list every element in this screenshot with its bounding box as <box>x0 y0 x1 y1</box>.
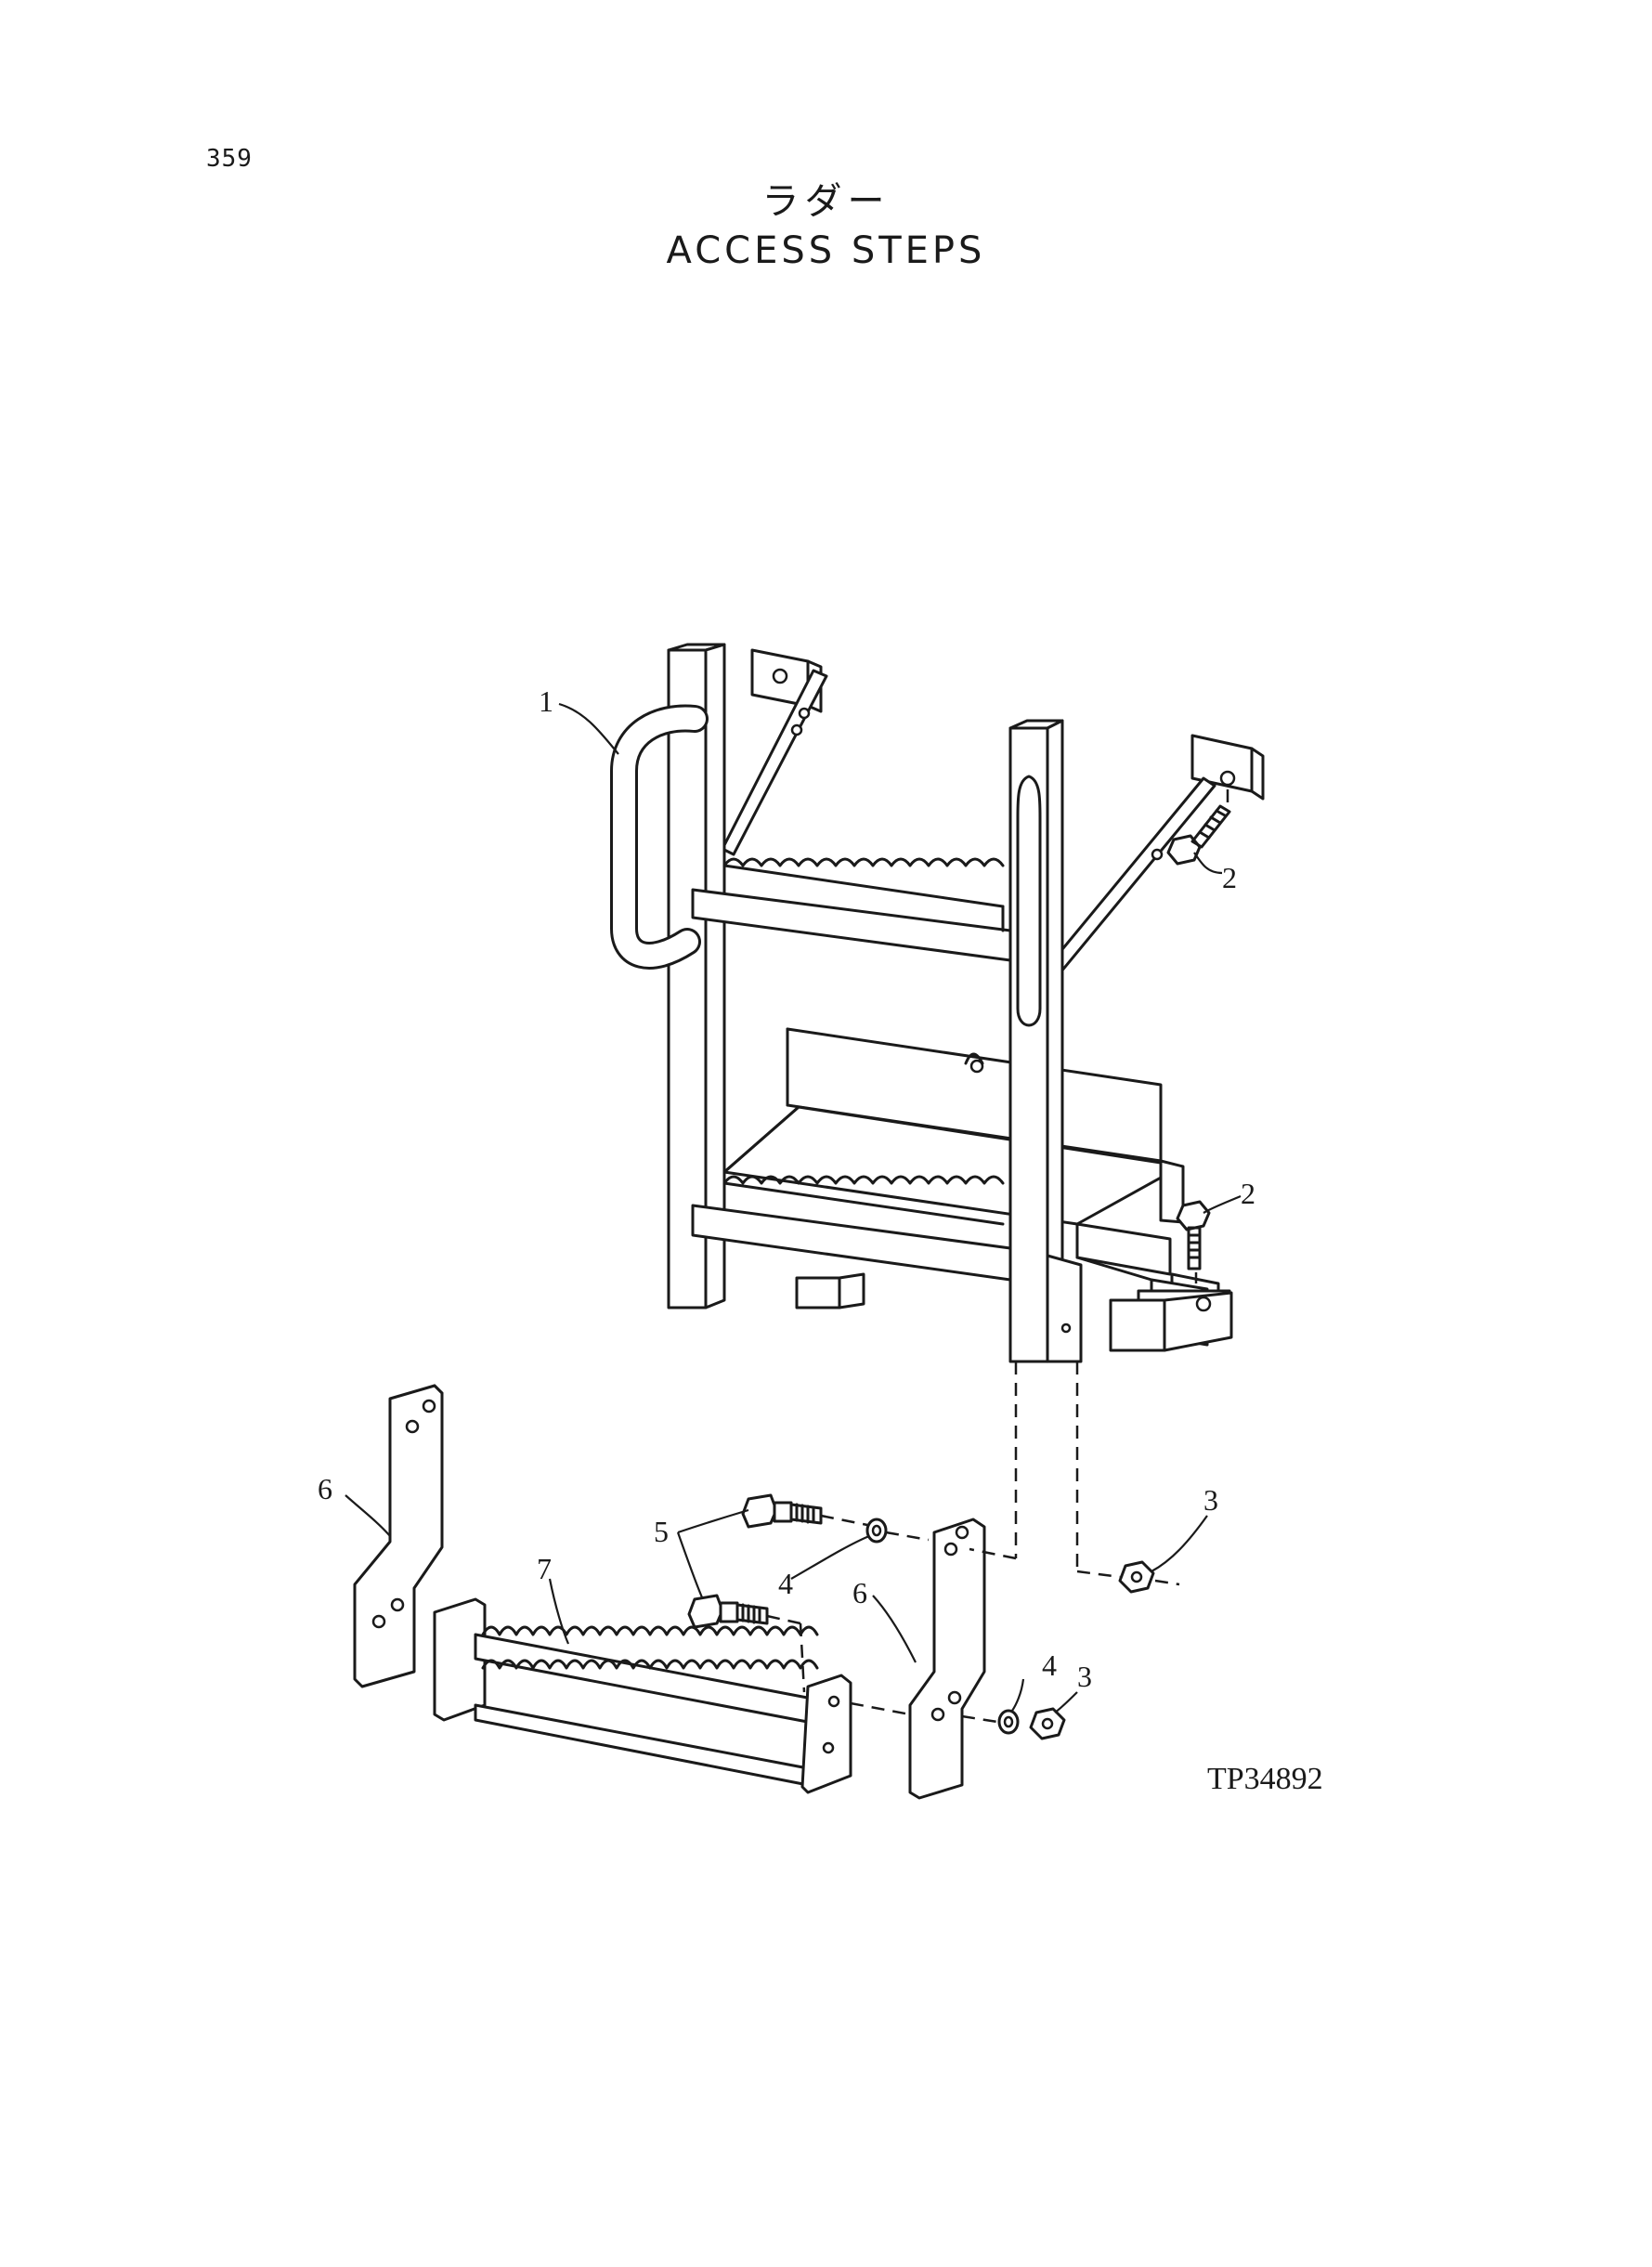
callout-3-right: 3 <box>1203 1483 1218 1517</box>
callout-labels: 1 2 2 3 3 4 4 5 6 6 7 <box>318 684 1255 1693</box>
page-number: 359 <box>206 145 253 173</box>
left-handrail <box>610 704 709 970</box>
callout-5: 5 <box>654 1515 669 1548</box>
left-stile <box>667 643 726 1309</box>
callout-7: 7 <box>537 1552 552 1585</box>
center-foot-pad <box>795 1272 865 1309</box>
left-mount-bracket <box>721 648 828 856</box>
title-english: ACCESS STEPS <box>666 229 986 272</box>
title-japanese: ラダー <box>761 180 891 223</box>
callout-3-lower: 3 <box>1077 1660 1092 1693</box>
callout-4-lower: 4 <box>1042 1648 1057 1682</box>
right-stile <box>1008 719 1064 1363</box>
callout-4-mid: 4 <box>778 1567 793 1600</box>
callout-6-mid: 6 <box>852 1576 867 1609</box>
callout-2-upper: 2 <box>1222 861 1237 894</box>
callout-6-left: 6 <box>318 1472 332 1505</box>
hex-nut-lower <box>1029 1707 1066 1740</box>
upper-step-tread <box>691 857 1012 962</box>
callout-1: 1 <box>539 684 553 718</box>
hex-bolt-upper <box>741 1493 823 1529</box>
right-side-plate <box>908 1518 986 1800</box>
left-side-plate <box>353 1384 444 1688</box>
hex-bolt-lower <box>687 1594 769 1629</box>
washer-lower <box>997 1709 1020 1735</box>
washer-mid <box>865 1518 888 1544</box>
right-foot-pad <box>1109 1289 1233 1352</box>
right-mount-bracket <box>1044 734 1265 979</box>
hex-nut-right <box>1118 1560 1155 1594</box>
alignment-lines <box>766 789 1229 1724</box>
hex-bolt-2-upper <box>1166 804 1231 866</box>
right-stile-lower-plate <box>1046 1254 1083 1363</box>
callout-2-lower: 2 <box>1241 1177 1255 1210</box>
leader-lines <box>345 702 1242 1713</box>
drawing-id: TP34892 <box>1207 1762 1323 1796</box>
hex-bolt-2-lower <box>1176 1200 1211 1270</box>
ladder-assembly <box>610 643 1265 1363</box>
lower-step-assembly <box>433 1597 852 1794</box>
page-title: ラダー ACCESS STEPS <box>0 176 1652 275</box>
